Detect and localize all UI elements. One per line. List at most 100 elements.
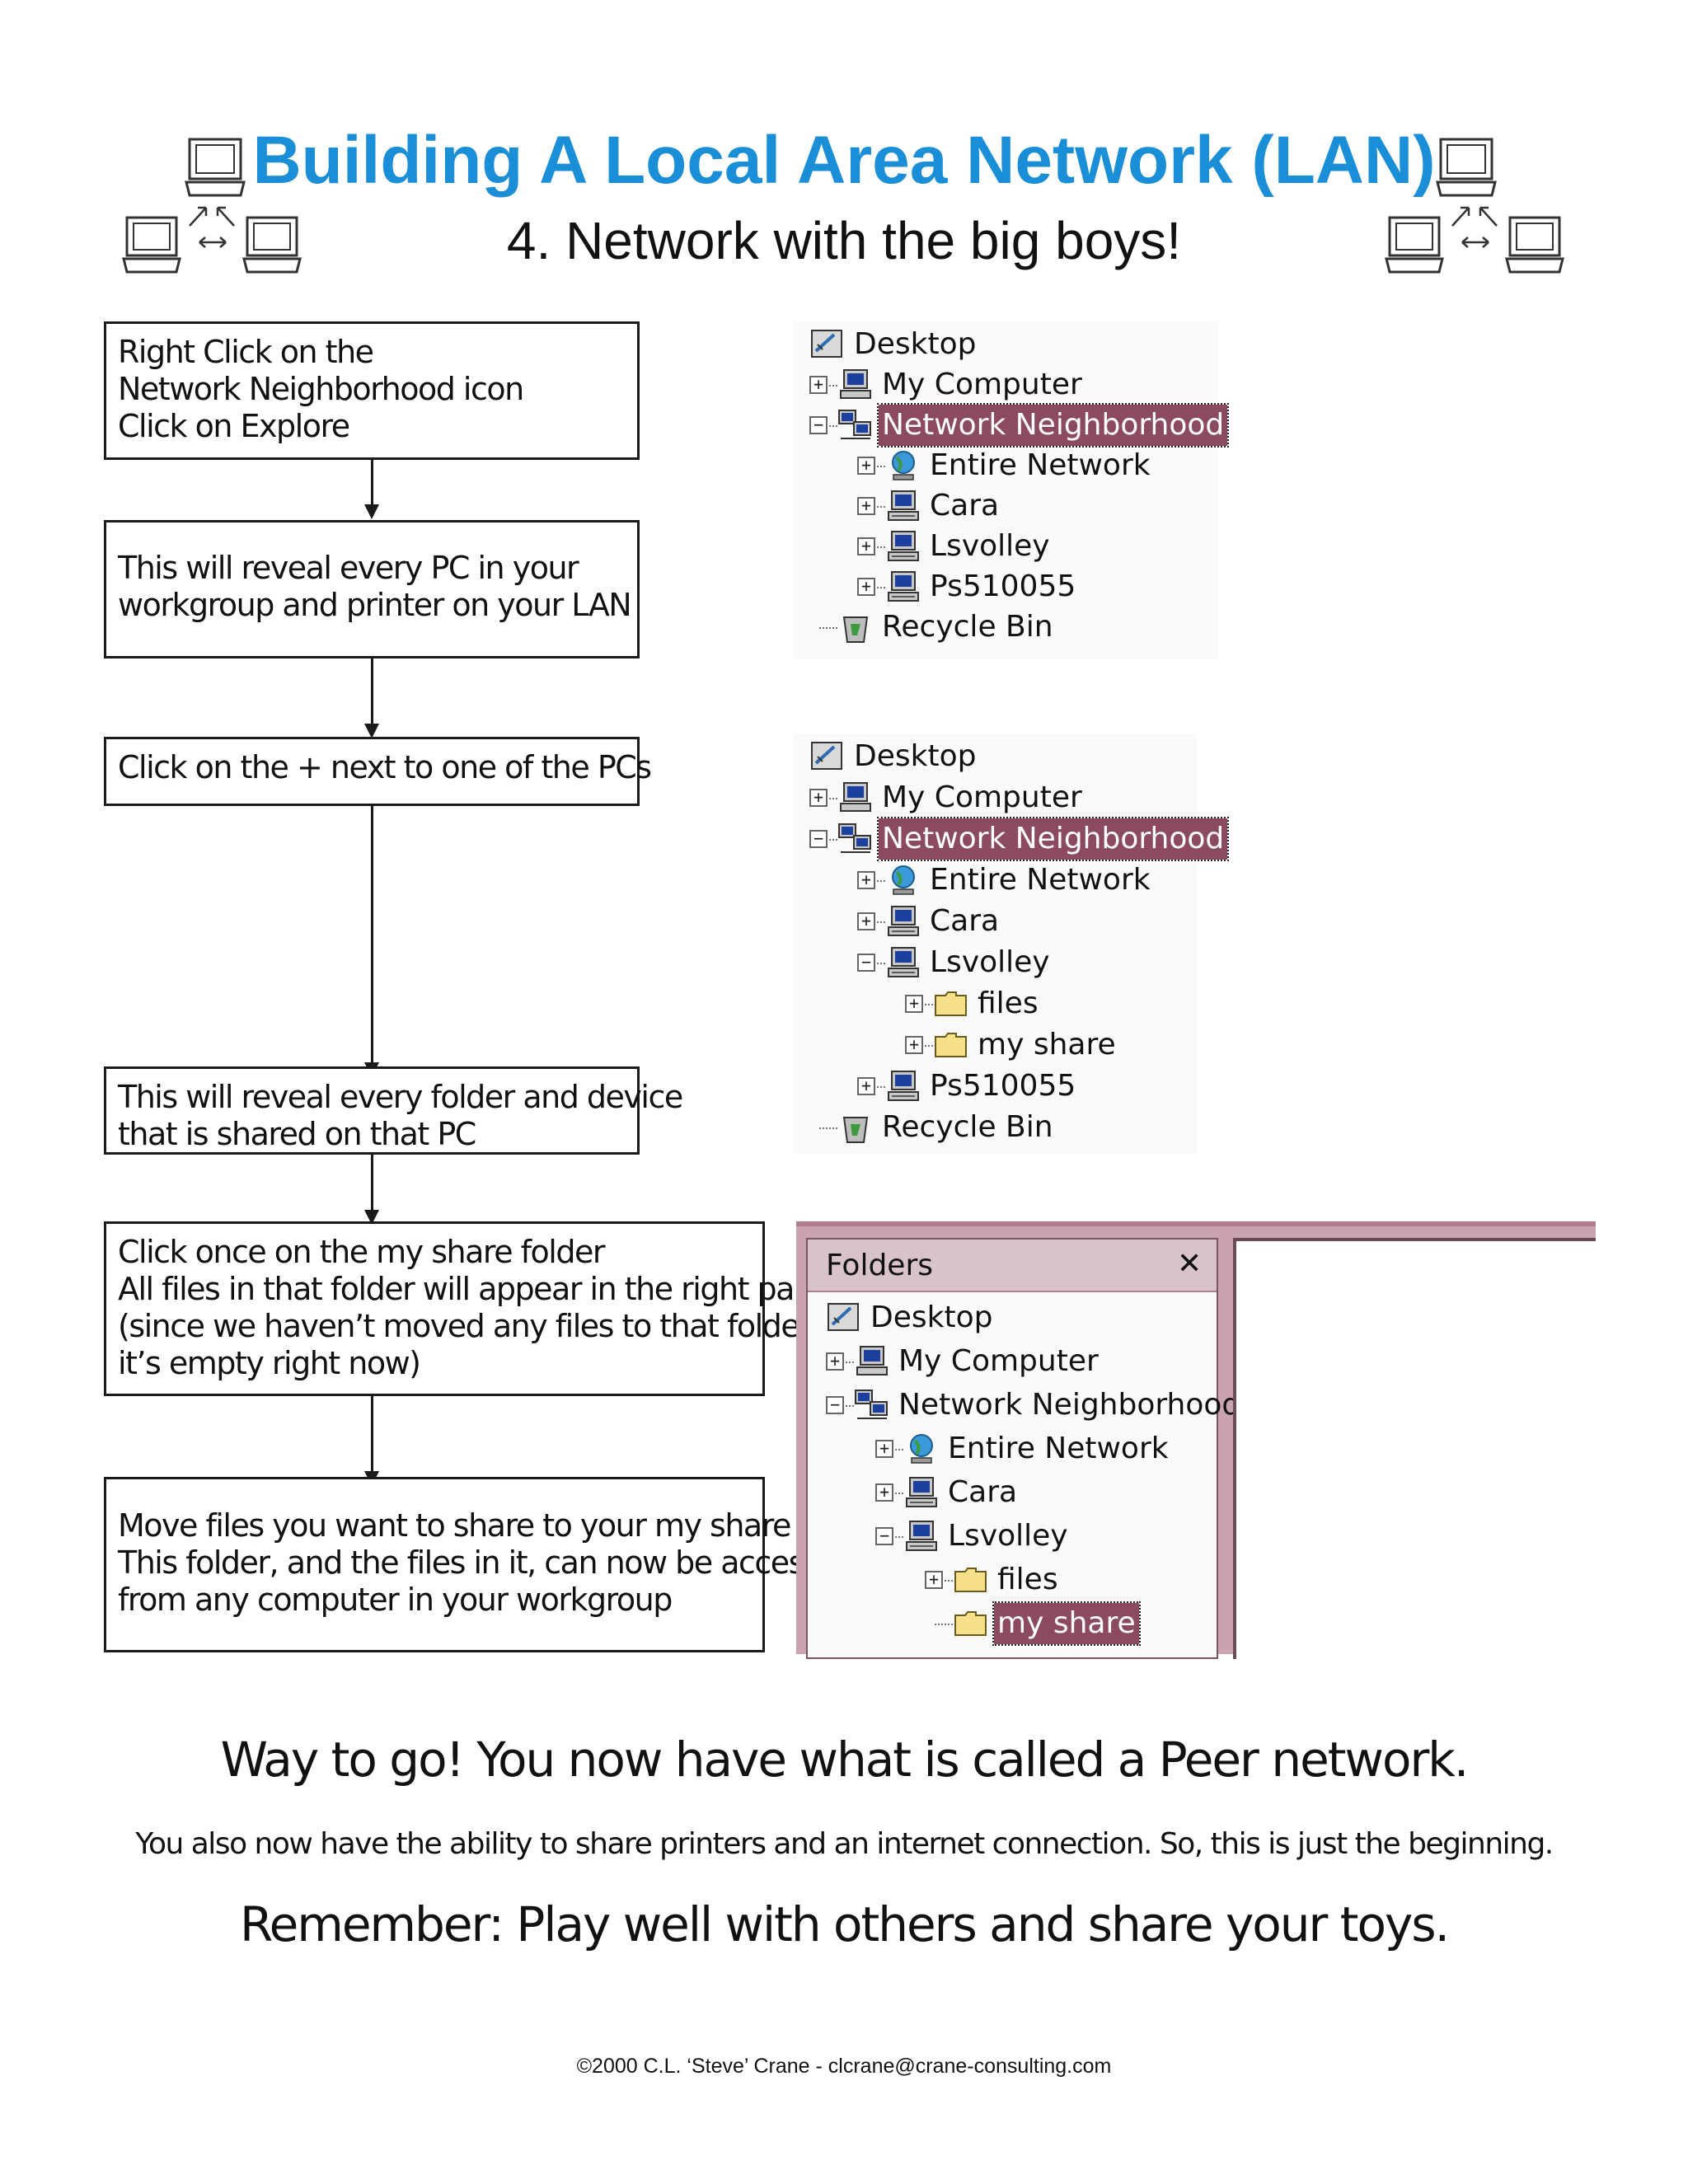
pc-icon bbox=[885, 905, 921, 938]
arrow-down-icon bbox=[364, 504, 379, 519]
step-text: workgroup and printer on your LAN bbox=[118, 587, 632, 623]
tree-item-label: my share bbox=[992, 1601, 1141, 1646]
pc-icon bbox=[885, 490, 921, 523]
step-box: This will reveal every PC in your workgr… bbox=[104, 520, 640, 658]
expander-plus-icon[interactable]: + bbox=[857, 1077, 875, 1095]
tree-item-label: Cara bbox=[930, 489, 1000, 523]
expander-plus-icon[interactable]: + bbox=[857, 912, 875, 930]
step-box: Click on the + next to one of the PCs bbox=[104, 737, 652, 806]
tree-item[interactable]: − Network Neighborhood bbox=[808, 1385, 1240, 1426]
network-icon bbox=[837, 409, 874, 442]
recycle-bin-icon bbox=[837, 1111, 874, 1144]
tree-item-label: Recycle Bin bbox=[882, 610, 1053, 644]
computer-icon bbox=[837, 781, 874, 814]
tree-item[interactable]: +Cara bbox=[808, 1472, 1217, 1513]
step-text: Click on the + next to one of the PCs bbox=[118, 749, 652, 785]
step-text: Right Click on the bbox=[118, 334, 374, 370]
share-ability-message: You also now have the ability to share p… bbox=[135, 1827, 1554, 1861]
tree-item[interactable]: Desktop bbox=[793, 736, 1197, 777]
recycle-bin-icon bbox=[837, 611, 874, 644]
pc-icon bbox=[885, 946, 921, 979]
tree-item[interactable]: +Ps510055 bbox=[793, 1066, 1197, 1107]
expander-plus-icon[interactable]: + bbox=[809, 376, 828, 394]
expander-plus-icon[interactable]: + bbox=[905, 995, 923, 1013]
tree-item[interactable]: Desktop bbox=[808, 1297, 1217, 1338]
tree-item-label: files bbox=[997, 1563, 1058, 1596]
remember-message: Remember: Play well with others and shar… bbox=[239, 1896, 1450, 1952]
expander-plus-icon[interactable]: + bbox=[826, 1352, 844, 1371]
desktop-icon bbox=[809, 740, 846, 773]
pc-icon bbox=[903, 1520, 940, 1553]
tree-item[interactable]: Desktop bbox=[793, 324, 1217, 365]
tree-item[interactable]: −Lsvolley bbox=[808, 1516, 1217, 1557]
tree-item[interactable]: + Lsvolley bbox=[793, 526, 1217, 567]
tree-item-label: Desktop bbox=[870, 1301, 993, 1334]
tree-item[interactable]: +Cara bbox=[793, 901, 1197, 942]
tree-item[interactable]: + Entire Network bbox=[793, 445, 1217, 486]
expander-minus-icon[interactable]: − bbox=[809, 416, 828, 434]
close-icon[interactable]: ✕ bbox=[1177, 1247, 1203, 1281]
network-link-icon bbox=[1385, 206, 1564, 274]
file-list-pane[interactable] bbox=[1233, 1238, 1596, 1659]
folders-pane: Folders ✕ Desktop+My Computer−Network Ne… bbox=[806, 1238, 1240, 1659]
globe-icon bbox=[885, 864, 921, 897]
tree-item[interactable]: +My Computer bbox=[793, 364, 1217, 405]
step-text: Click once on the my share folder bbox=[118, 1234, 605, 1270]
expander-minus-icon[interactable]: − bbox=[809, 830, 828, 848]
expander-plus-icon[interactable]: + bbox=[875, 1440, 893, 1458]
step-text: This will reveal every folder and device bbox=[118, 1079, 683, 1115]
tree-item-label: Recycle Bin bbox=[882, 1110, 1053, 1144]
expander-plus-icon[interactable]: + bbox=[857, 537, 875, 555]
folder-tree-panel: Desktop +My Computer−Network Neighborhood… bbox=[793, 733, 1230, 1154]
tree-item-label: Network Neighborhood bbox=[898, 1388, 1241, 1422]
expander-minus-icon[interactable]: − bbox=[875, 1527, 893, 1545]
expander-plus-icon[interactable]: + bbox=[905, 1036, 923, 1054]
tree-item[interactable]: −Network Neighborhood bbox=[793, 817, 1230, 861]
folder-icon bbox=[933, 987, 969, 1020]
expander-plus-icon[interactable]: + bbox=[875, 1483, 893, 1502]
step-box: Click once on the my share folder All fi… bbox=[104, 1221, 832, 1396]
arrow-down-icon bbox=[364, 1210, 379, 1225]
folder-icon bbox=[953, 1563, 989, 1596]
tree-item-label: Desktop bbox=[854, 739, 977, 773]
page-subtitle: 4. Network with the big boys! bbox=[506, 211, 1182, 270]
expander-plus-icon[interactable]: + bbox=[857, 578, 875, 596]
expander-minus-icon[interactable]: − bbox=[826, 1396, 844, 1414]
tree-item[interactable]: my share bbox=[808, 1601, 1217, 1646]
tree-item-label: Ps510055 bbox=[930, 569, 1076, 603]
tree-item[interactable]: + Cara bbox=[793, 485, 1217, 527]
computer-icon bbox=[854, 1345, 890, 1378]
step-text: Click on Explore bbox=[118, 408, 350, 444]
copyright-footer: ©2000 C.L. ‘Steve’ Crane - clcrane@crane… bbox=[576, 2055, 1112, 2078]
expander-plus-icon[interactable]: + bbox=[857, 457, 875, 475]
folder-tree-panel: Desktop+My Computer − Network Neighborhood… bbox=[793, 321, 1230, 659]
network-icon bbox=[837, 823, 874, 855]
tree-item-label: Lsvolley bbox=[930, 529, 1050, 563]
tree-item[interactable]: +My Computer bbox=[793, 777, 1197, 818]
tree-item[interactable]: − Lsvolley bbox=[793, 942, 1197, 983]
expander-plus-icon[interactable]: + bbox=[857, 871, 875, 889]
tree-item[interactable]: +Entire Network bbox=[793, 860, 1197, 901]
tree-item[interactable]: +Entire Network bbox=[808, 1428, 1217, 1469]
tree-item[interactable]: + files bbox=[793, 983, 1197, 1024]
expander-plus-icon[interactable]: + bbox=[809, 789, 828, 807]
tree-item[interactable]: Recycle Bin bbox=[793, 607, 1217, 648]
tree-item[interactable]: + Ps510055 bbox=[793, 566, 1217, 607]
tree-item[interactable]: − Network Neighborhood bbox=[793, 403, 1230, 448]
tree-item-label: Lsvolley bbox=[930, 945, 1050, 979]
tree-item-label: Network Neighborhood bbox=[876, 403, 1230, 448]
tree-item[interactable]: +My Computer bbox=[808, 1341, 1217, 1382]
globe-icon bbox=[885, 449, 921, 482]
tree-item-label: files bbox=[978, 987, 1039, 1020]
tree-item[interactable]: + files bbox=[808, 1559, 1217, 1601]
expander-plus-icon[interactable]: + bbox=[925, 1571, 943, 1589]
tree-item[interactable]: +my share bbox=[793, 1024, 1197, 1066]
expander-plus-icon[interactable]: + bbox=[857, 497, 875, 515]
step-text: it’s empty right now) bbox=[118, 1345, 421, 1381]
tree-item-label: Entire Network bbox=[930, 448, 1151, 482]
step-text: (since we haven’t moved any files to tha… bbox=[118, 1308, 812, 1344]
desktop-icon bbox=[809, 328, 846, 361]
pc-icon bbox=[885, 530, 921, 563]
expander-minus-icon[interactable]: − bbox=[857, 954, 875, 972]
tree-item[interactable]: Recycle Bin bbox=[793, 1107, 1197, 1148]
